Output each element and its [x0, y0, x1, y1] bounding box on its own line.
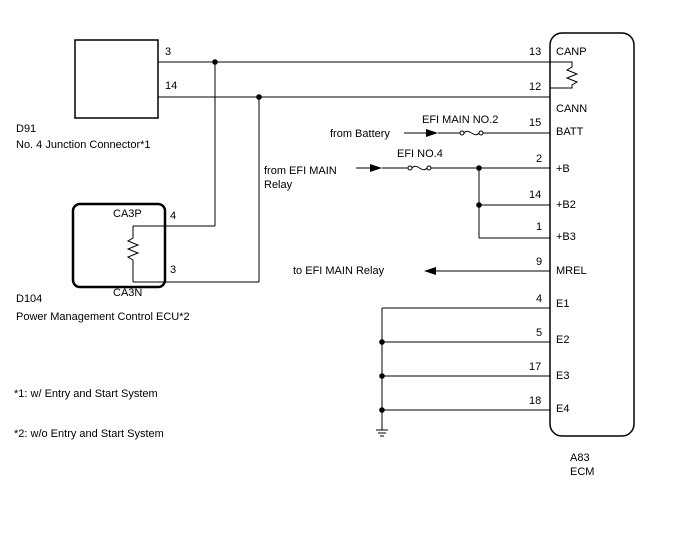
- arrow-right-icon: [370, 164, 382, 172]
- splice-e2: [379, 339, 385, 345]
- fuse-terminal-icon: [407, 165, 413, 171]
- label-from-battery: from Battery: [330, 128, 390, 140]
- ecm-label-b: +B: [556, 163, 570, 175]
- fuse-terminal-icon: [478, 130, 484, 136]
- junction-connector-box: [74, 39, 159, 119]
- fuse-terminal-icon: [426, 165, 432, 171]
- ecm-label-batt: BATT: [556, 126, 584, 138]
- junction-pin-canp: 3: [165, 46, 171, 58]
- pm-ecu-terminal-low: CA3N: [113, 287, 142, 299]
- ecm-code: A83: [570, 452, 590, 464]
- pm-ecu-terminal-high: CA3P: [113, 208, 142, 220]
- ecm-label-canp: CANP: [556, 46, 587, 58]
- ecm-resistor: [550, 61, 579, 89]
- junction-connector-name: No. 4 Junction Connector*1: [16, 139, 151, 151]
- ecm-pin-e4: 18: [529, 395, 541, 407]
- label-from-efi-main-relay: Relay: [264, 179, 293, 191]
- ecm-pin-canp: 13: [529, 46, 541, 58]
- fuse-label-efi-no4: EFI NO.4: [397, 148, 443, 160]
- ecm-label-cann: CANN: [556, 103, 587, 115]
- splice-e3: [379, 373, 385, 379]
- label-from-efi-main: from EFI MAIN: [264, 165, 337, 177]
- ecm-pin-batt: 15: [529, 117, 541, 129]
- ecm-pin-e1: 4: [536, 293, 542, 305]
- pm-ecu-box: [71, 202, 167, 289]
- ecm-pin-mrel: 9: [536, 256, 542, 268]
- ground-icon: [376, 429, 388, 437]
- footnote-2: *2: w/o Entry and Start System: [14, 428, 164, 440]
- ecm-name: ECM: [570, 466, 594, 478]
- pm-ecu-pin-low: 3: [170, 264, 176, 276]
- fuse-label-efi-main-no2: EFI MAIN NO.2: [422, 114, 498, 126]
- pm-ecu-pin-high: 4: [170, 210, 176, 222]
- ecm-pin-b3: 1: [536, 221, 542, 233]
- ecm-label-e2: E2: [556, 334, 569, 346]
- splice-e4: [379, 407, 385, 413]
- ecm-pin-e2: 5: [536, 327, 542, 339]
- arrow-right-icon: [426, 129, 438, 137]
- ecm-pin-e3: 17: [529, 361, 541, 373]
- ecm-label-e1: E1: [556, 298, 569, 310]
- footnote-1: *1: w/ Entry and Start System: [14, 388, 158, 400]
- junction-connector-code: D91: [16, 123, 36, 135]
- arrow-left-icon: [424, 267, 436, 275]
- pm-ecu-resistor: [126, 226, 140, 282]
- junction-pin-cann: 14: [165, 80, 177, 92]
- ecm-label-mrel: MREL: [556, 265, 587, 277]
- ecm-box: [549, 32, 635, 437]
- ecm-pin-b: 2: [536, 153, 542, 165]
- fuse-terminal-icon: [459, 130, 465, 136]
- ecm-label-e4: E4: [556, 403, 569, 415]
- fuse-icon: [411, 165, 428, 171]
- label-to-efi-main-relay: to EFI MAIN Relay: [293, 265, 385, 277]
- fuse-icon: [463, 130, 480, 136]
- ecm-label-b2: +B2: [556, 199, 576, 211]
- ecm-pin-b2: 14: [529, 189, 541, 201]
- pm-ecu-code: D104: [16, 293, 42, 305]
- ecm-label-e3: E3: [556, 370, 569, 382]
- ecm-pin-cann: 12: [529, 81, 541, 93]
- ecm-label-b3: +B3: [556, 231, 576, 243]
- pm-ecu-name: Power Management Control ECU*2: [16, 311, 190, 323]
